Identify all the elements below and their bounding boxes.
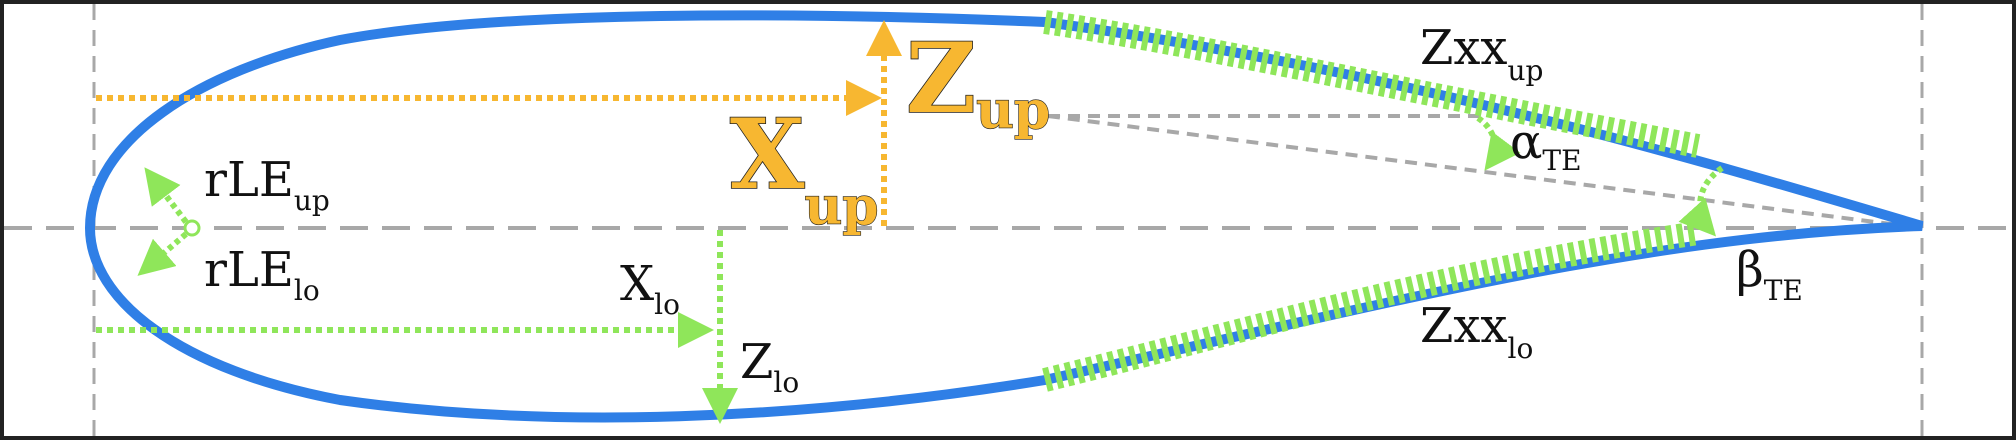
rle-lo-arrow [137,231,188,276]
label-alpha-te: αTE [1510,114,1582,177]
alpha-te-arc [1476,115,1521,171]
beta-te-arc [1678,165,1724,237]
trailing-edge-bisector [1047,114,1923,230]
label-x-up: Xup [730,98,879,237]
upper-curvature-hatch [1043,10,1701,158]
rle-up-arrow [144,167,189,224]
label-rle-lo: rLElo [204,242,320,307]
label-x-lo: Xlo [620,256,680,321]
label-beta-te: βTE [1736,242,1803,307]
label-z-up: Zup [906,22,1050,141]
label-zxx-lo: Zxxlo [1420,298,1533,365]
leading-edge-center-point [183,219,201,237]
label-zxx-up: Zxxup [1420,20,1543,87]
label-rle-up: rLEup [204,152,330,217]
lower-curvature-hatch [1042,221,1700,392]
label-z-lo: Zlo [740,334,799,399]
